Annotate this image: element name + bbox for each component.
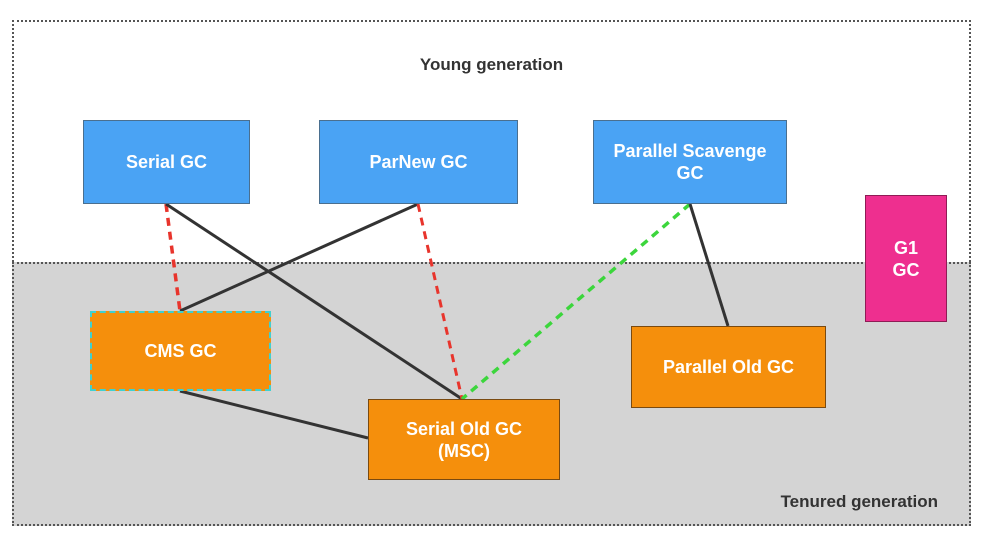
- parallel-scavenge-gc-box[interactable]: Parallel Scavenge GC: [593, 120, 787, 204]
- parallel-scavenge-gc-label-line1: Parallel Scavenge: [613, 141, 767, 161]
- serial-old-gc-box[interactable]: Serial Old GC (MSC): [368, 399, 560, 480]
- serial-gc-box[interactable]: Serial GC: [83, 120, 250, 204]
- young-generation-label: Young generation: [0, 55, 983, 75]
- serial-old-gc-label-line1: Serial Old GC: [405, 418, 523, 439]
- parallel-old-gc-box[interactable]: Parallel Old GC: [631, 326, 826, 408]
- parallel-scavenge-gc-label-line2: GC: [676, 163, 704, 183]
- tenured-generation-label: Tenured generation: [780, 492, 938, 511]
- cms-gc-box[interactable]: CMS GC: [90, 311, 271, 391]
- parnew-gc-label: ParNew GC: [369, 152, 468, 172]
- parallel-old-gc-label: Parallel Old GC: [662, 357, 795, 377]
- young-generation-label-text: Young generation: [419, 55, 564, 74]
- serial-gc-label: Serial GC: [125, 152, 208, 172]
- tenured-generation-region: [12, 262, 971, 526]
- g1-gc-label-line2: GC: [892, 259, 920, 280]
- g1-gc-box[interactable]: G1 GC: [865, 195, 947, 322]
- g1-gc-label-line1: G1: [893, 237, 918, 258]
- cms-gc-label: CMS GC: [144, 341, 217, 361]
- serial-old-gc-label-line2: (MSC): [437, 440, 490, 461]
- parnew-gc-box[interactable]: ParNew GC: [319, 120, 518, 204]
